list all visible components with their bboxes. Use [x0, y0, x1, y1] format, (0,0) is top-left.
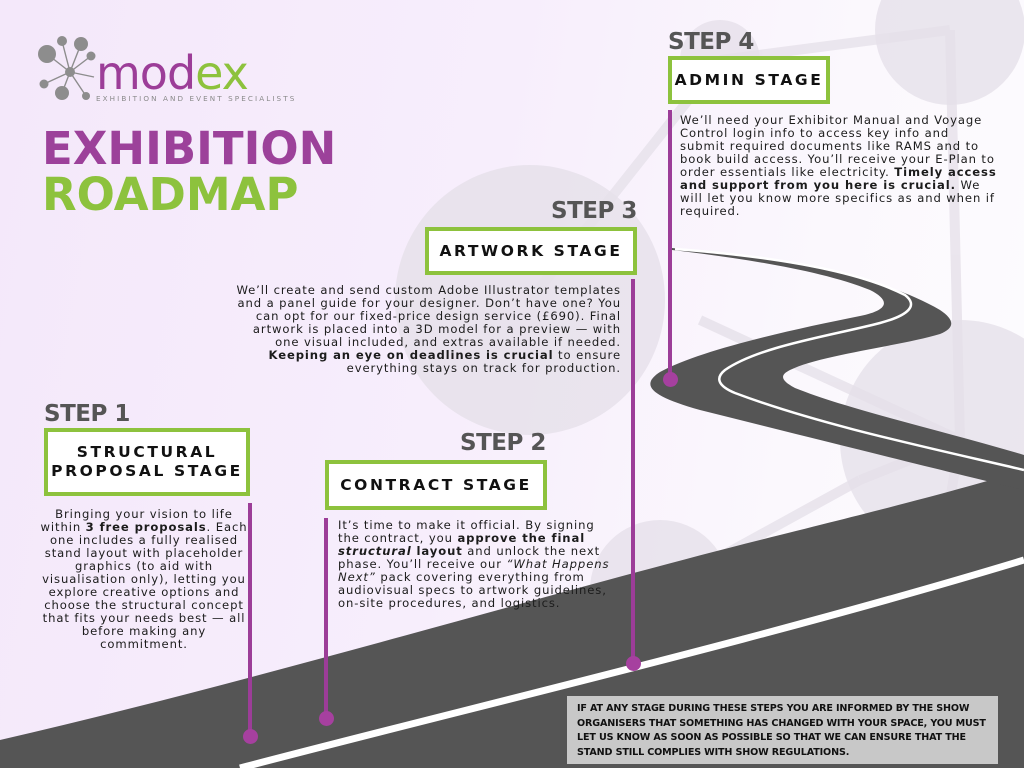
step-1-pin-line — [248, 503, 252, 735]
step-2-label: STEP 2 — [460, 430, 546, 456]
step-4-pin-line — [668, 110, 672, 378]
step-2-desc-text-2: and unlock the next phase. You’ll receiv… — [338, 544, 601, 571]
step-2-desc-text-3: pack covering everything from audiovisua… — [338, 570, 607, 610]
step-1-stage-box: STRUCTURAL PROPOSAL STAGE — [44, 428, 250, 496]
step-3-desc-text-2: to ensure everything stays on track for … — [346, 348, 621, 375]
step-4-label: STEP 4 — [668, 29, 754, 55]
page-title-line2: ROADMAP — [42, 168, 299, 221]
logo-wordmark-green: ex — [195, 46, 249, 100]
step-2-pin-line — [324, 518, 328, 714]
step-1-description: Bringing your vision to life within 3 fr… — [40, 508, 248, 651]
step-2-desc-bold-2: layout — [411, 544, 463, 558]
step-2-stage-box: CONTRACT STAGE — [325, 460, 547, 510]
step-3-label: STEP 3 — [551, 198, 637, 224]
step-1-desc-text: Bringing your vision to life within — [40, 507, 233, 534]
step-4-stage-title: ADMIN STAGE — [674, 70, 824, 89]
step-1-desc-text-2: . Each one includes a fully realised sta… — [42, 520, 248, 651]
modex-logo: modex EXHIBITION AND EVENT SPECIALISTS — [34, 32, 314, 106]
logo-wordmark: modex — [96, 50, 249, 96]
step-4-desc-text-2: We will let you know more specifics as a… — [680, 178, 995, 218]
step-1-label: STEP 1 — [44, 401, 130, 427]
step-3-desc-text: We’ll create and send custom Adobe Illus… — [236, 283, 621, 349]
page-title-line1: EXHIBITION — [42, 122, 337, 175]
step-3-desc-bold: Keeping an eye on deadlines is crucial — [268, 348, 554, 362]
step-3-description: We’ll create and send custom Adobe Illus… — [226, 284, 621, 375]
step-2-desc-text: It’s time to make it official. By signin… — [338, 518, 595, 545]
step-1-stage-title-line2: PROPOSAL STAGE — [51, 462, 243, 480]
logo-wordmark-purple: mod — [96, 46, 196, 100]
step-3-pin-marker — [626, 656, 641, 671]
step-4-stage-box: ADMIN STAGE — [668, 56, 830, 104]
space-change-notice: IF AT ANY STAGE DURING THESE STEPS YOU A… — [567, 696, 998, 764]
step-2-stage-title: CONTRACT STAGE — [340, 475, 532, 494]
step-2-description: It’s time to make it official. By signin… — [338, 519, 610, 610]
step-2-desc-italic: “What Happens Next” — [338, 557, 610, 584]
step-3-pin-line — [631, 279, 635, 662]
step-1-desc-bold: 3 free proposals — [85, 520, 207, 534]
step-2-desc-bold-italic: structural — [338, 544, 412, 558]
step-4-desc-text: We’ll need your Exhibitor Manual and Voy… — [680, 113, 995, 179]
step-3-stage-title: ARTWORK STAGE — [439, 241, 623, 260]
step-2-desc-bold: approve the final — [457, 531, 586, 545]
step-4-pin-marker — [663, 372, 678, 387]
step-4-description: We’ll need your Exhibitor Manual and Voy… — [680, 114, 998, 218]
step-1-pin-marker — [243, 729, 258, 744]
network-nodes-icon — [38, 36, 96, 100]
step-3-stage-box: ARTWORK STAGE — [425, 227, 637, 275]
step-4-desc-bold: Timely access and support from you here … — [680, 165, 997, 192]
step-2-pin-marker — [319, 711, 334, 726]
step-1-stage-title-line1: STRUCTURAL — [76, 443, 218, 461]
logo-tagline: EXHIBITION AND EVENT SPECIALISTS — [96, 94, 297, 103]
